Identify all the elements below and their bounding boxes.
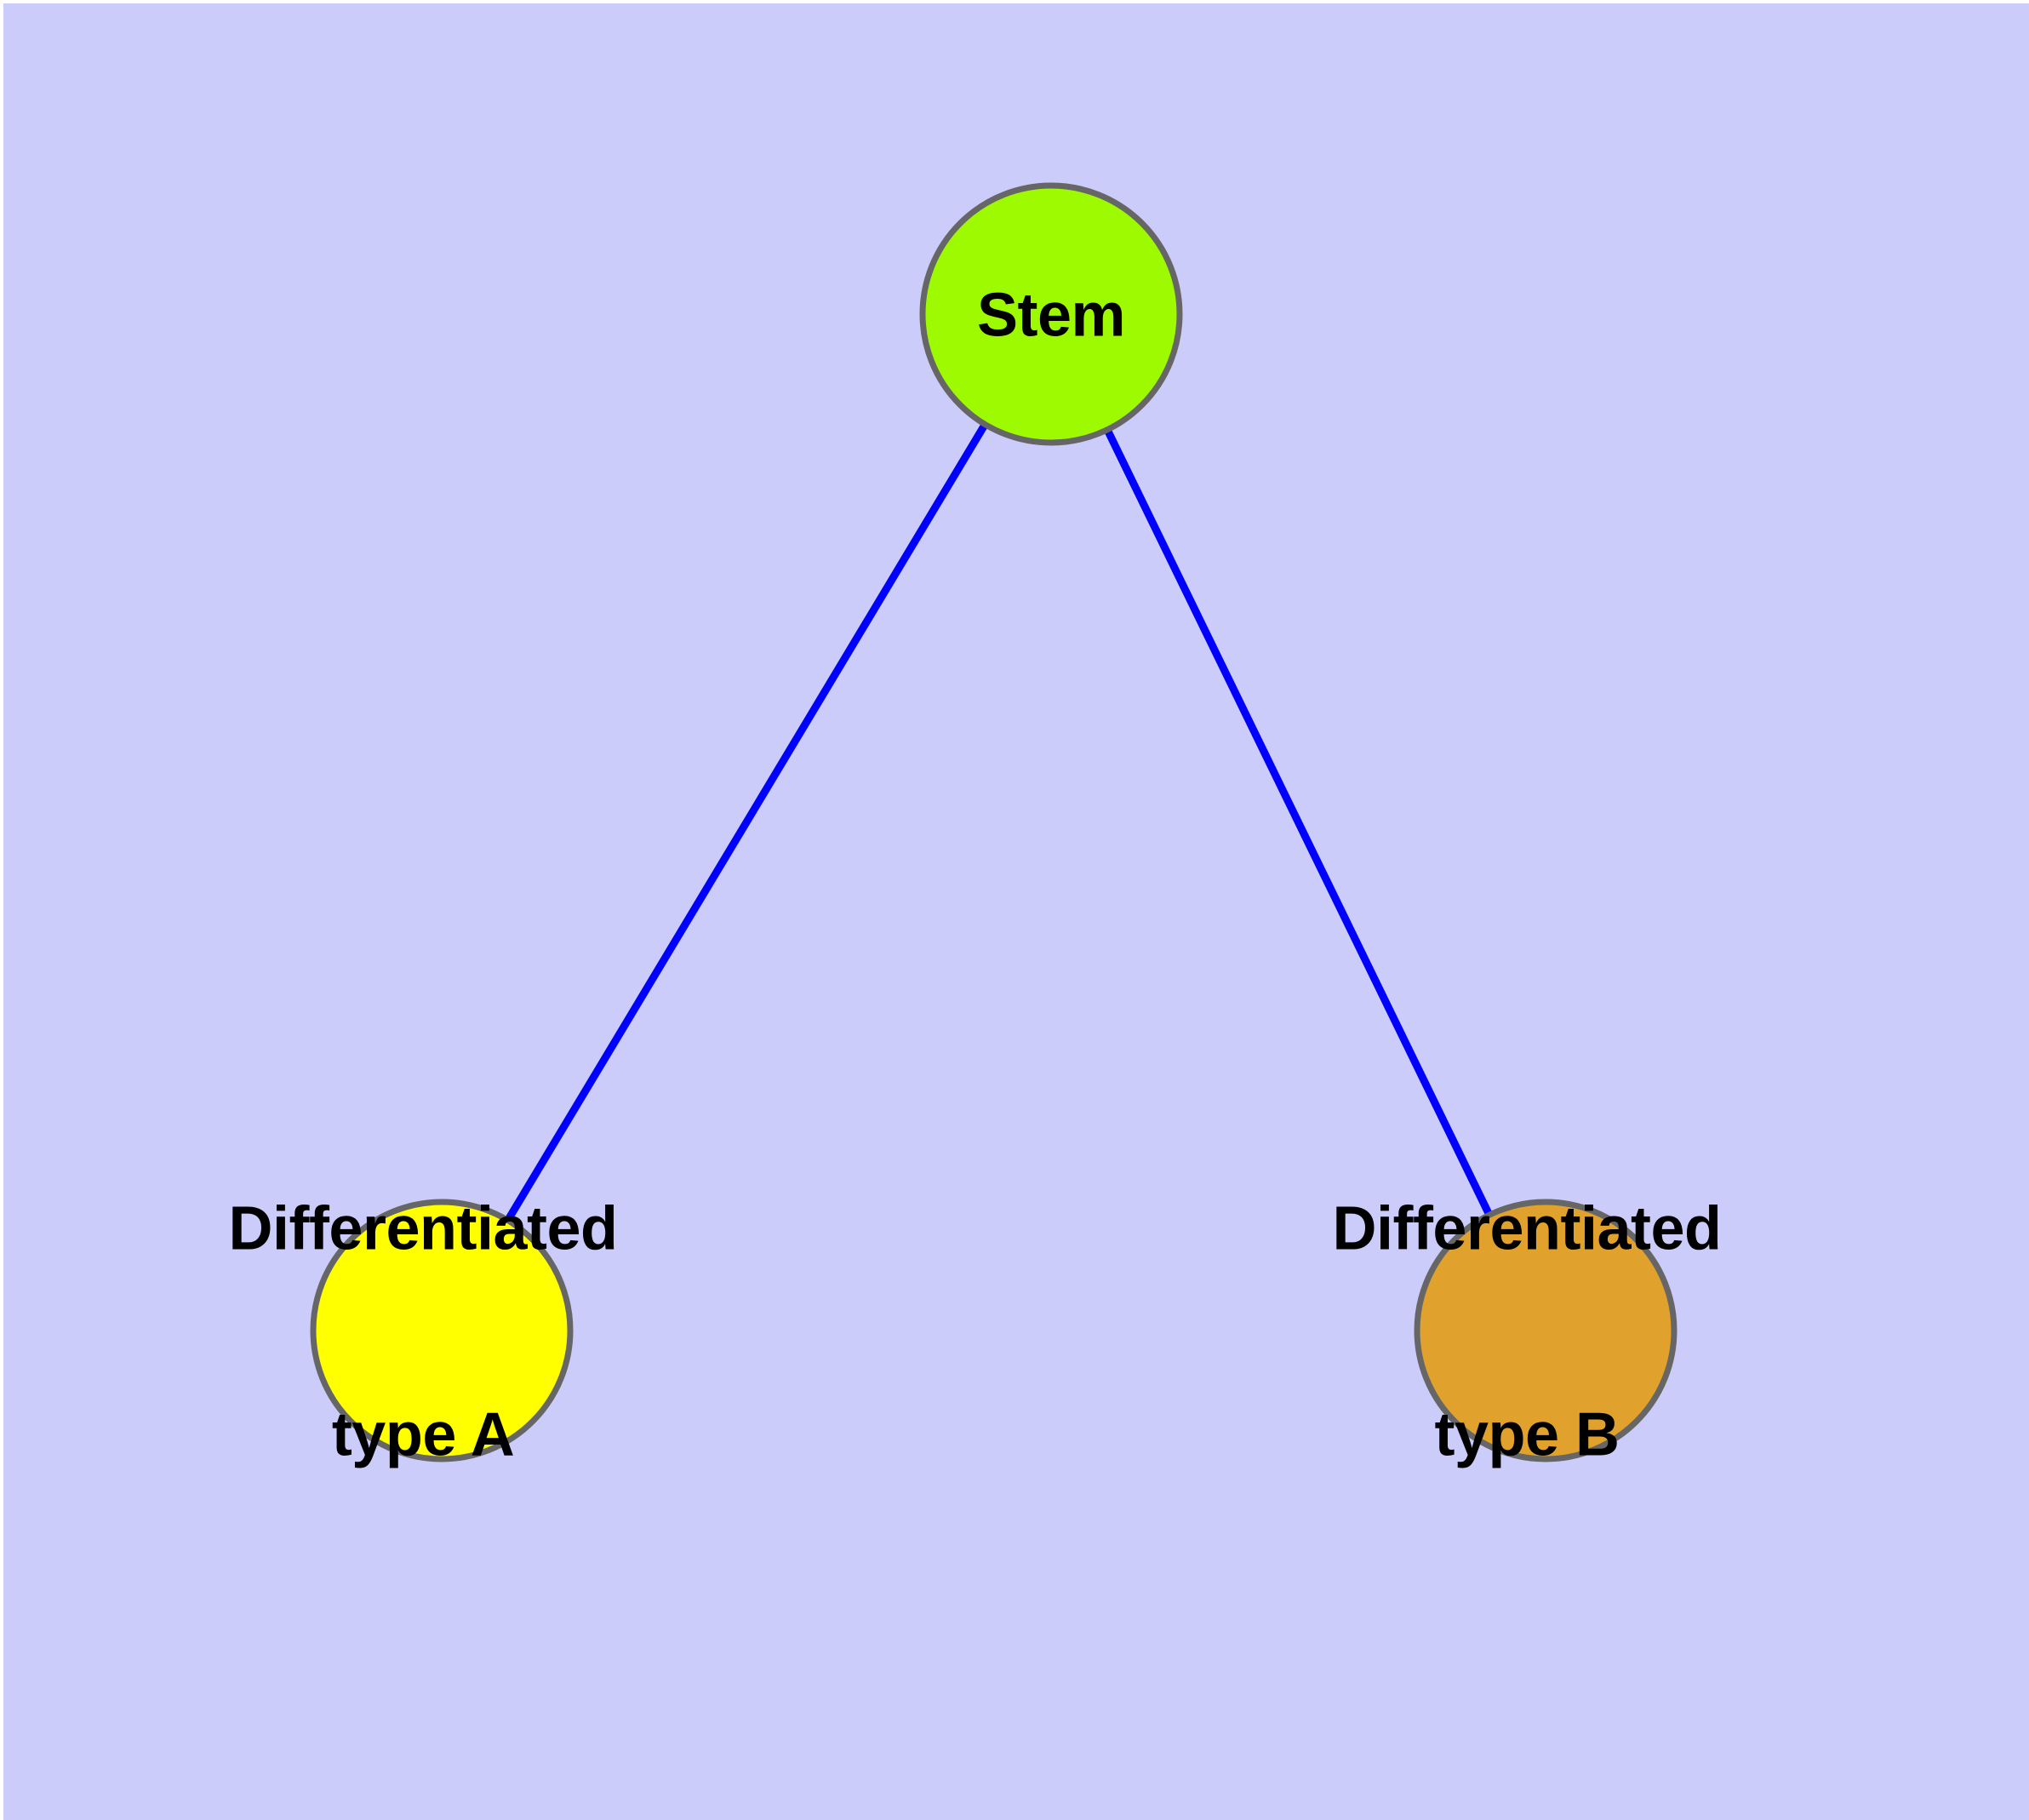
node-stem[interactable]	[919, 182, 1183, 446]
edge-stem-to-differentiated-type-a[interactable]	[438, 312, 1055, 1333]
edge-layer	[438, 312, 1550, 1333]
node-layer	[310, 182, 1677, 1462]
edge-stem-to-differentiated-type-b[interactable]	[1047, 312, 1550, 1332]
node-differentiated-type-a[interactable]	[310, 1199, 574, 1462]
node-differentiated-type-b[interactable]	[1414, 1199, 1677, 1462]
